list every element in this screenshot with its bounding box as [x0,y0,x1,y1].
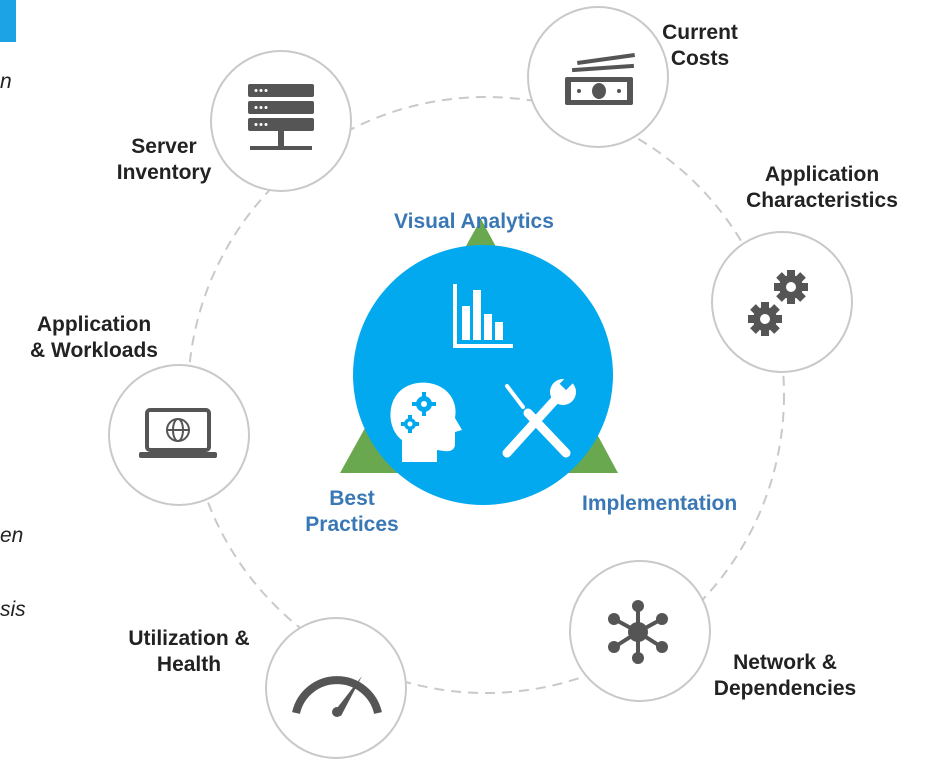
left-fragment-2: en [0,524,24,547]
left-fragment-3: sis [0,598,26,621]
label-utilization-health: Utilization & Health [128,627,250,676]
label-implementation: Implementation [582,492,738,515]
node-utilization-health [265,617,407,759]
server-rack-icon [248,84,314,150]
money-icon [565,52,635,105]
left-fragment-1: n [0,70,12,93]
head-gears-icon [390,382,462,462]
label-application-workloads: Application & Workloads [30,313,158,362]
tools-icon [502,376,576,458]
logo-fragment [0,0,16,42]
laptop-globe-icon [139,408,217,458]
bar-chart-icon [453,284,513,348]
label-application-characteristics: Application Characteristics [746,163,898,212]
network-hub-icon [608,600,668,664]
node-network-dependencies [569,560,711,702]
gears-icon [748,270,808,336]
label-visual-analytics: Visual Analytics [394,210,554,233]
label-network-dependencies: Network & Dependencies [713,651,857,700]
node-application-workloads [108,364,250,506]
label-best-practices: Best Practices [305,487,399,536]
gauge-icon [292,676,382,717]
node-server-inventory [210,50,352,192]
label-server-inventory: Server Inventory [116,135,212,184]
label-current-costs: Current Costs [662,21,738,70]
node-application-characteristics [711,231,853,373]
node-current-costs [527,6,669,148]
center-circle [353,245,613,505]
